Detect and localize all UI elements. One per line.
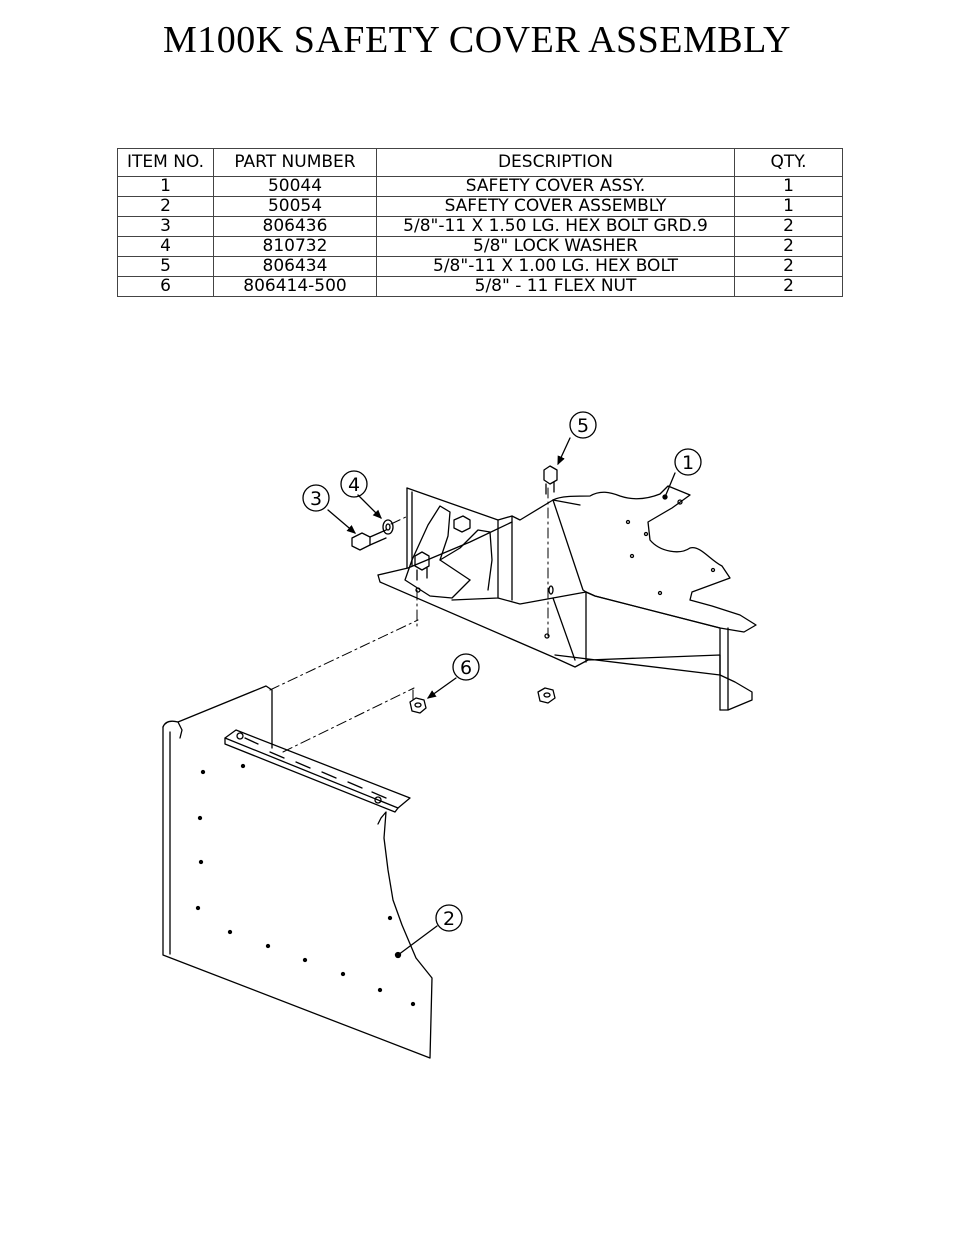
balloon-leaders bbox=[328, 438, 675, 955]
mount-bracket-part bbox=[378, 486, 756, 710]
hex-bolt-part bbox=[544, 466, 557, 494]
svg-text:6: 6 bbox=[460, 657, 472, 679]
balloon-3: 3 bbox=[303, 485, 329, 511]
lock-washer-part bbox=[383, 520, 393, 534]
svg-text:5: 5 bbox=[577, 415, 589, 437]
hex-bolt-part bbox=[454, 516, 470, 532]
svg-text:1: 1 bbox=[682, 452, 694, 474]
balloon-4: 4 bbox=[341, 471, 367, 497]
safety-cover-panel-part bbox=[163, 686, 432, 1058]
balloon-5: 5 bbox=[570, 412, 596, 438]
flex-nut-part bbox=[410, 698, 426, 713]
balloon-6: 6 bbox=[453, 654, 479, 680]
flex-nut-part bbox=[538, 688, 555, 703]
svg-text:3: 3 bbox=[310, 488, 322, 510]
balloon-1: 1 bbox=[675, 449, 701, 475]
svg-text:2: 2 bbox=[443, 908, 455, 930]
balloon-2: 2 bbox=[436, 905, 462, 931]
assembly-centerlines bbox=[270, 488, 548, 752]
svg-text:4: 4 bbox=[348, 474, 360, 496]
hex-bolt-part bbox=[415, 552, 429, 580]
hex-bolt-part bbox=[352, 530, 386, 550]
